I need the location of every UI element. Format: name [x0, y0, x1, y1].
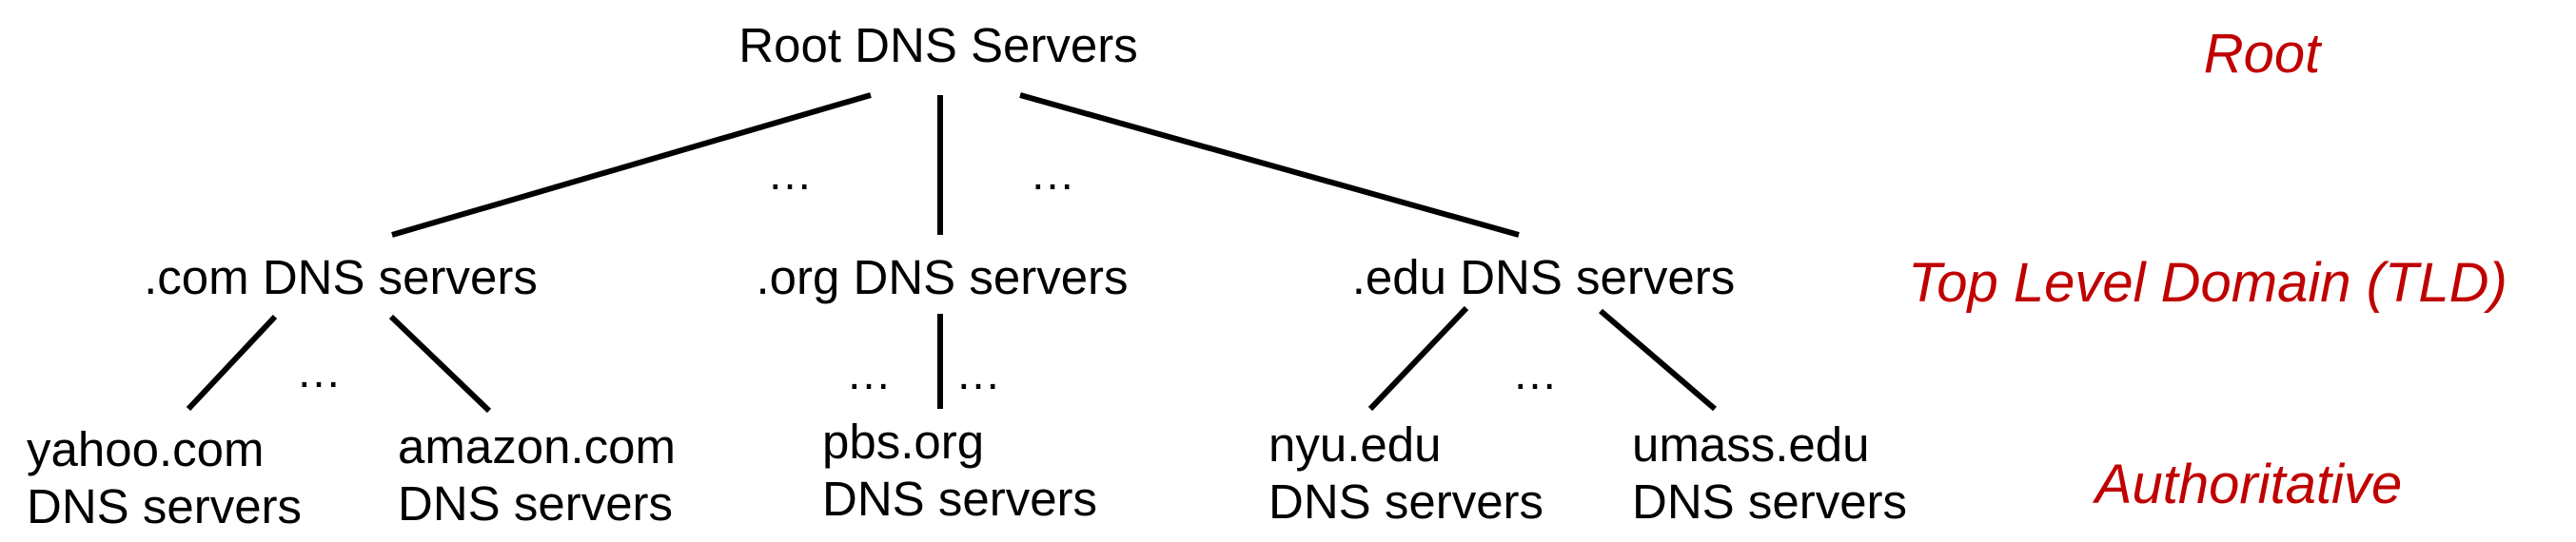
- ellipsis-root-left: …: [767, 149, 815, 200]
- ellipsis-com: …: [296, 347, 344, 397]
- edu-dns-servers: .edu DNS servers: [1352, 249, 1735, 306]
- nyu-dns-servers: nyu.edu DNS servers: [1268, 416, 1544, 531]
- pbs-dns-servers-domain: pbs.org: [822, 415, 985, 469]
- umass-dns-servers-label: DNS servers: [1632, 474, 1908, 529]
- ellipsis-org-right: …: [955, 349, 1003, 399]
- nyu-dns-servers-label: DNS servers: [1268, 474, 1544, 529]
- com-dns-servers-label: .com DNS servers: [144, 250, 538, 304]
- pbs-dns-servers-label: DNS servers: [822, 472, 1098, 526]
- edge-root-edu: [1019, 92, 1520, 238]
- tier-label-root: Root: [2203, 23, 2321, 85]
- org-dns-servers: .org DNS servers: [756, 249, 1128, 306]
- edge-root-com: [391, 92, 872, 238]
- tier-label-tld: Top Level Domain (TLD): [1908, 252, 2507, 314]
- tier-label-authoritative: Authoritative: [2094, 454, 2403, 515]
- yahoo-dns-servers: yahoo.com DNS servers: [27, 421, 302, 535]
- yahoo-dns-servers-domain: yahoo.com: [27, 422, 265, 476]
- ellipsis-edu: …: [1512, 349, 1560, 399]
- edge-edu-nyu: [1367, 305, 1469, 412]
- edu-dns-servers-label: .edu DNS servers: [1351, 250, 1736, 304]
- amazon-dns-servers-label: DNS servers: [398, 476, 674, 531]
- yahoo-dns-servers-label: DNS servers: [27, 479, 303, 533]
- edge-edu-umass: [1599, 308, 1717, 412]
- amazon-dns-servers-domain: amazon.com: [398, 419, 676, 474]
- ellipsis-root-right: …: [1030, 149, 1077, 200]
- com-dns-servers: .com DNS servers: [144, 249, 538, 306]
- edge-com-yahoo: [186, 314, 278, 412]
- umass-dns-servers: umass.edu DNS servers: [1632, 416, 1907, 531]
- nyu-dns-servers-domain: nyu.edu: [1268, 417, 1442, 472]
- amazon-dns-servers: amazon.com DNS servers: [398, 418, 676, 532]
- edge-com-amazon: [388, 314, 492, 414]
- ellipsis-org-left: …: [846, 349, 894, 399]
- root-dns-servers: Root DNS Servers: [738, 17, 1137, 74]
- root-dns-servers-label: Root DNS Servers: [738, 18, 1138, 72]
- pbs-dns-servers: pbs.org DNS servers: [822, 414, 1097, 528]
- org-dns-servers-label: .org DNS servers: [756, 250, 1129, 304]
- umass-dns-servers-domain: umass.edu: [1632, 417, 1870, 472]
